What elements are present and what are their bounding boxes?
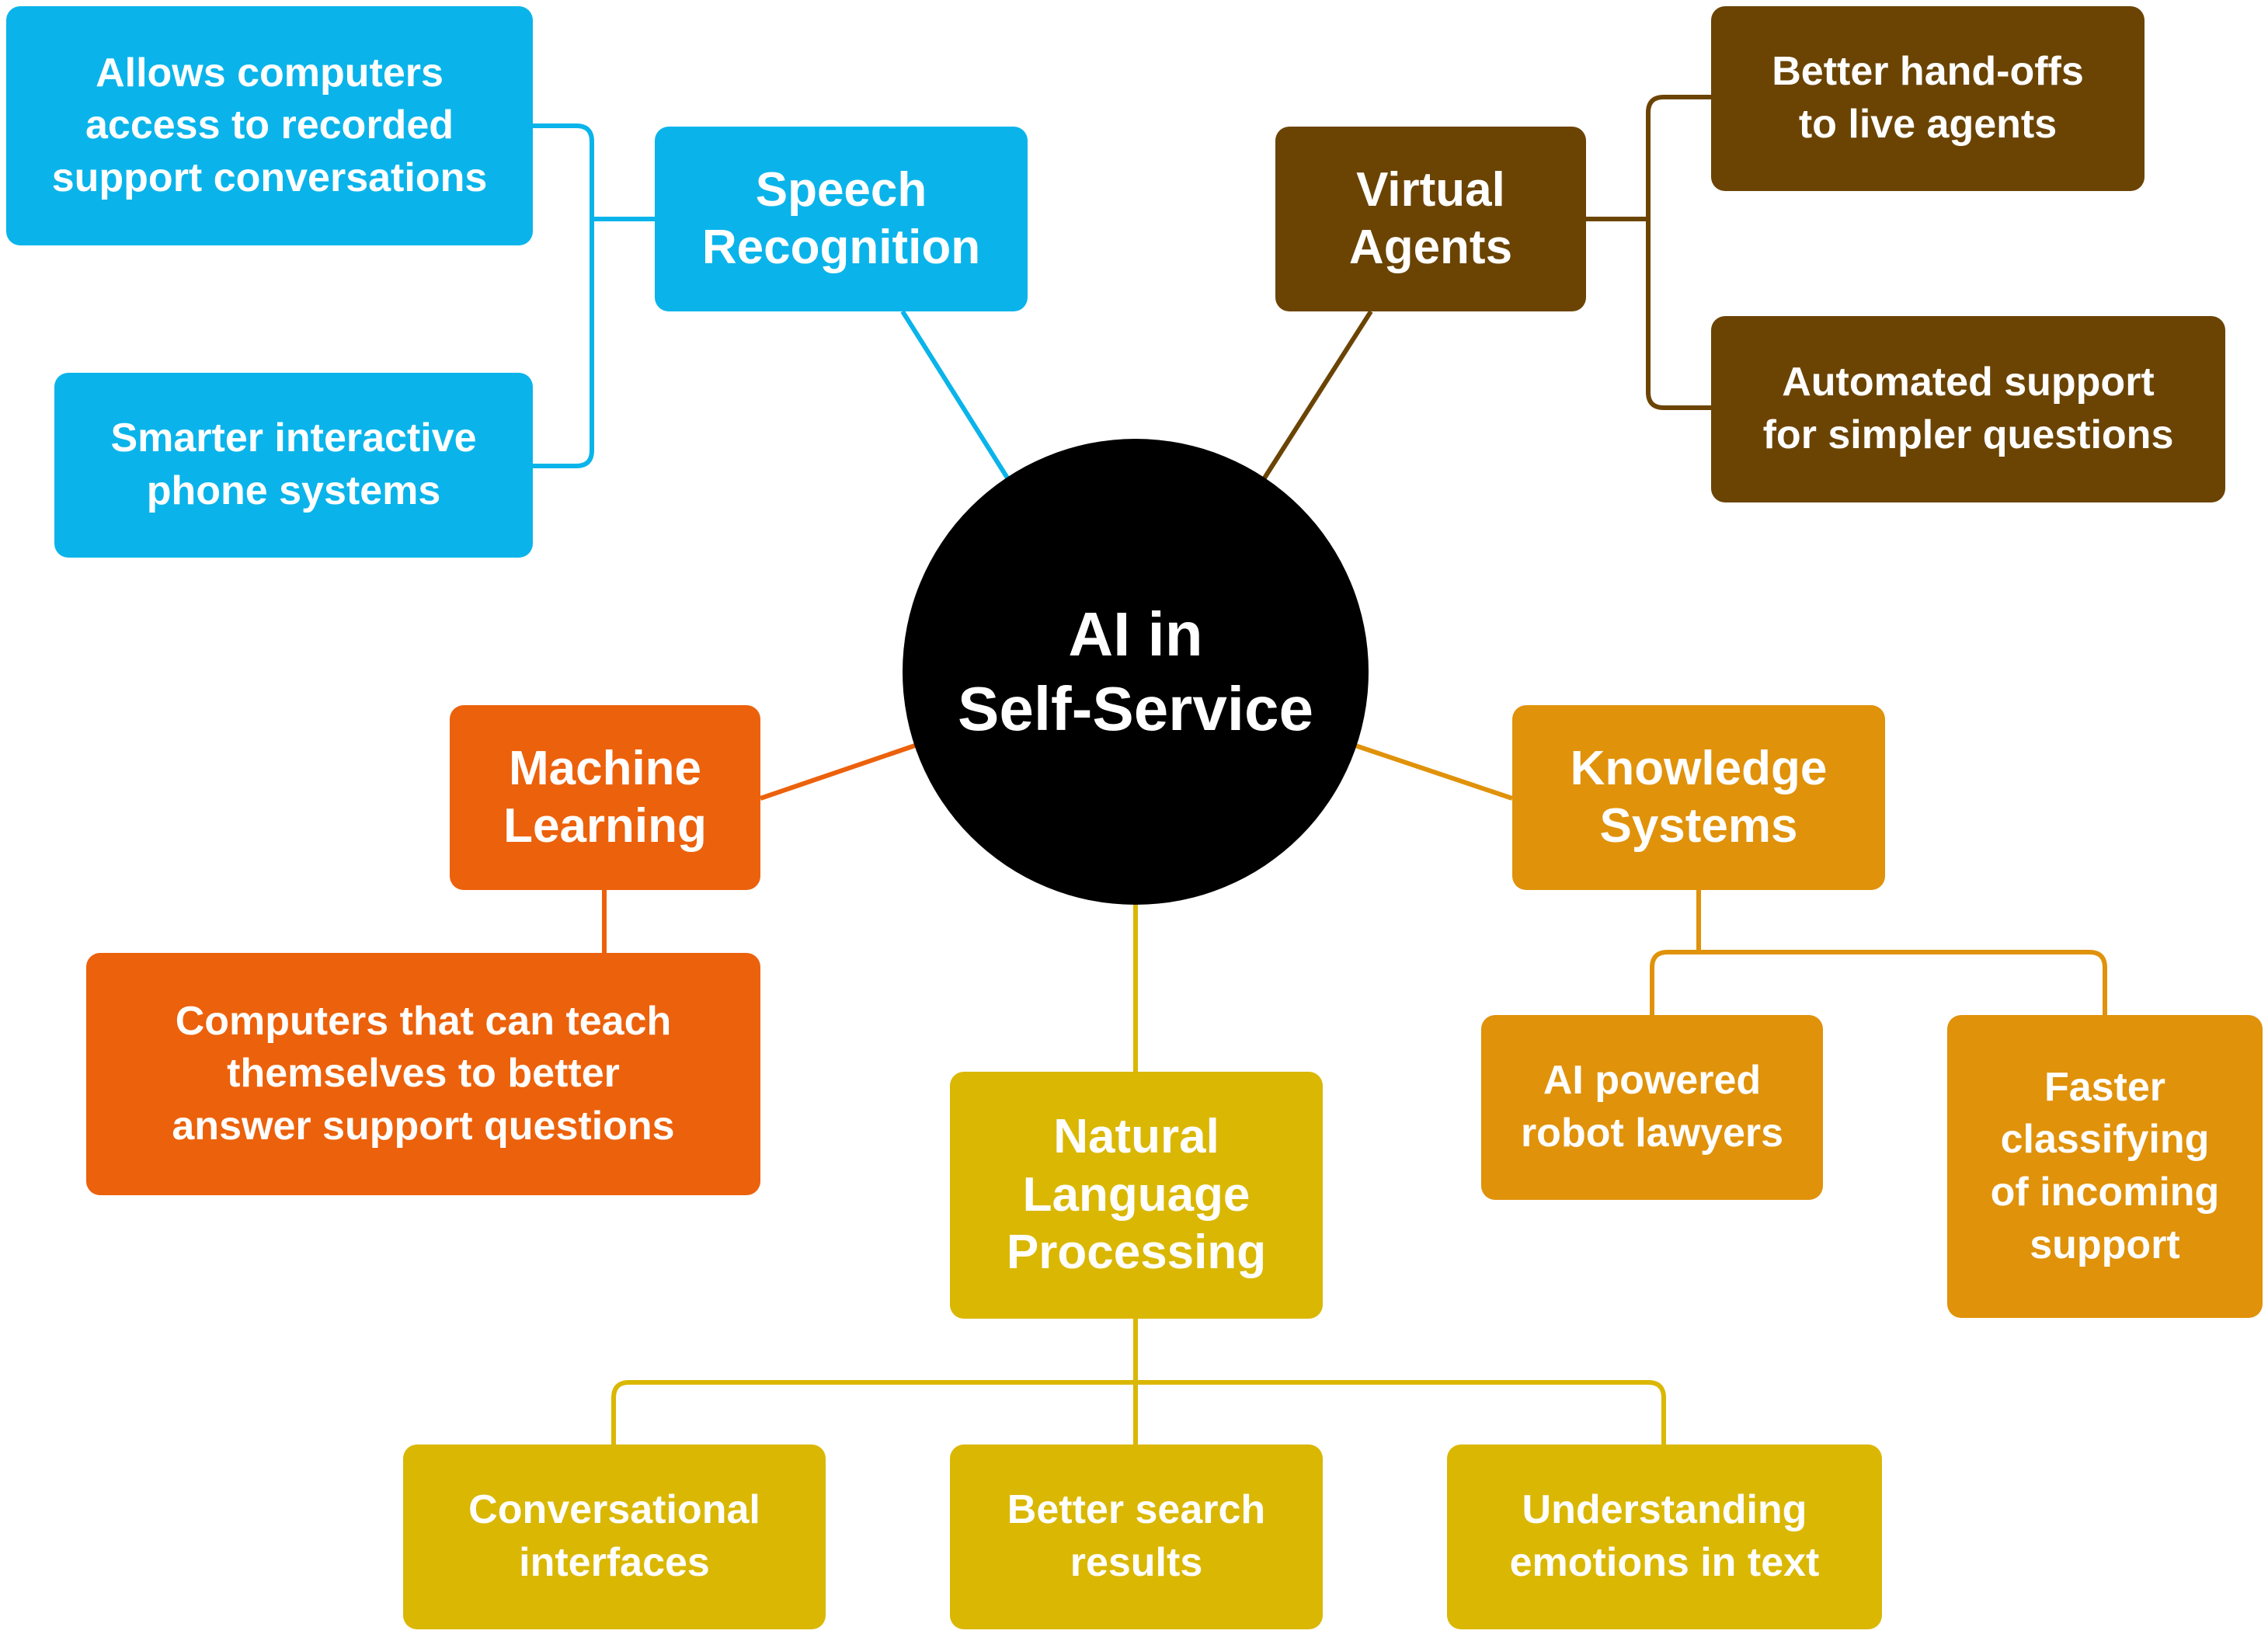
- connector-virtual-items: [1586, 95, 1711, 410]
- center-topic: AI in Self-Service: [903, 439, 1369, 905]
- nlp-item-emotions: Understanding emotions in text: [1447, 1445, 1882, 1629]
- nlp-item-search-results: Better search results: [950, 1445, 1323, 1629]
- speech-item-phone-systems: Smarter interactive phone systems: [54, 373, 533, 558]
- connector-knowledge: [1355, 743, 1513, 801]
- topic-natural-language-processing: Natural Language Processing: [950, 1072, 1323, 1319]
- topic-virtual-agents: Virtual Agents: [1275, 127, 1586, 311]
- topic-knowledge-systems: Knowledge Systems: [1512, 705, 1885, 890]
- connector-ml: [760, 743, 916, 801]
- connector-speech: [900, 310, 1011, 481]
- connector-virtual: [1261, 310, 1373, 481]
- knowledge-item-classifying: Faster classifying of incoming support: [1947, 1015, 2263, 1318]
- nlp-item-conversational-interfaces: Conversational interfaces: [403, 1445, 826, 1629]
- ml-item-self-teaching: Computers that can teach themselves to b…: [86, 953, 760, 1195]
- virtual-item-automated-support: Automated support for simpler questions: [1711, 316, 2225, 502]
- speech-item-recorded-conversations: Allows computers access to recorded supp…: [6, 6, 533, 245]
- connector-speech-items: [533, 123, 655, 468]
- topic-machine-learning: Machine Learning: [450, 705, 760, 890]
- knowledge-item-robot-lawyers: AI powered robot lawyers: [1481, 1015, 1823, 1200]
- topic-speech-recognition: Speech Recognition: [655, 127, 1028, 311]
- virtual-item-hand-offs: Better hand-offs to live agents: [1711, 6, 2145, 191]
- connector-knowledge-items: [1650, 890, 2107, 1015]
- connector-nlp-items: [611, 1319, 1666, 1445]
